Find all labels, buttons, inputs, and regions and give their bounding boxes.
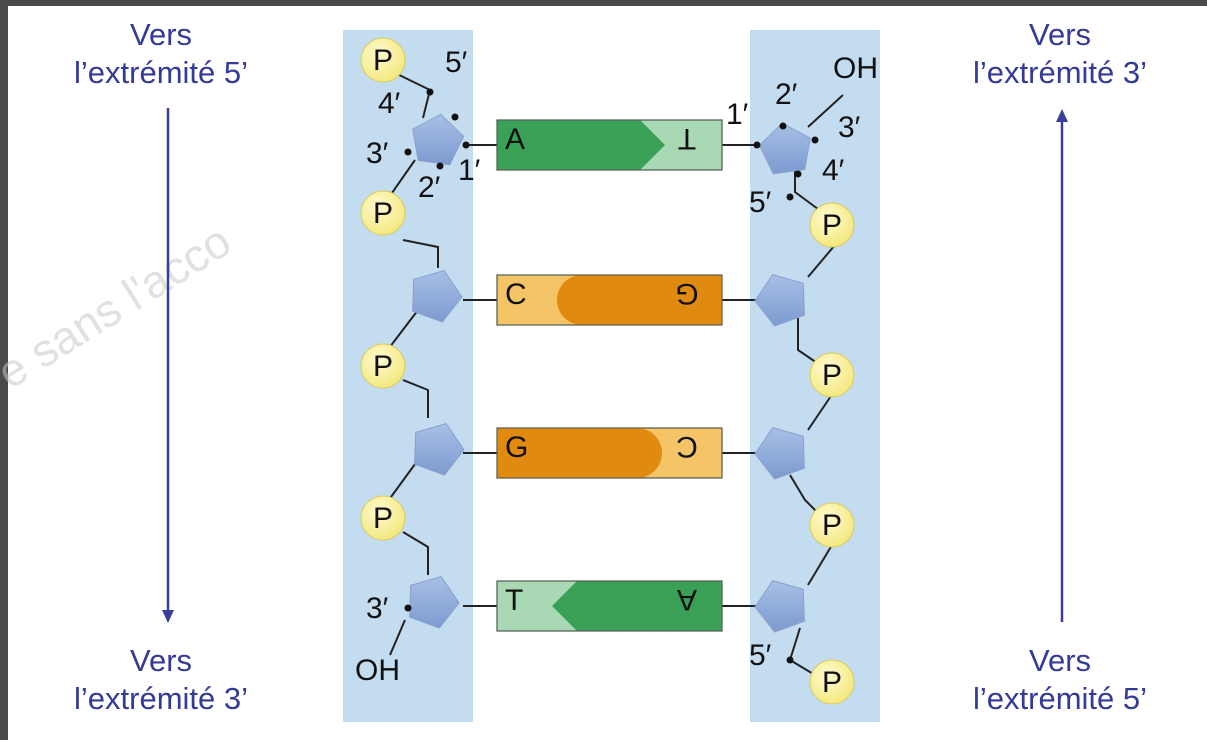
top-left-direction-label: Vers l’extrémité 5’ bbox=[6, 16, 316, 92]
right-5prime-label: 5′ bbox=[749, 186, 772, 219]
watermark-text: e sans l'acco bbox=[0, 214, 240, 398]
bottom-left-direction-label: Vers l’extrémité 3’ bbox=[6, 642, 316, 718]
base-right-letter-4: A bbox=[677, 583, 697, 616]
left-5prime-label: 5′ bbox=[445, 46, 468, 79]
left-bottom-3prime-label: 3′ bbox=[366, 592, 389, 625]
sugar-left-2 bbox=[412, 270, 463, 323]
phosphate-label: P bbox=[822, 666, 842, 699]
base-pair-outline-4 bbox=[496, 580, 723, 632]
top-right-label-line1: Vers bbox=[1028, 17, 1092, 52]
right-direction-arrow bbox=[1056, 109, 1068, 622]
left-direction-arrow bbox=[162, 108, 174, 623]
sugar-left-1 bbox=[412, 113, 465, 166]
phosphate-left-4: P bbox=[360, 495, 406, 541]
left-oh-label: OH bbox=[355, 654, 400, 687]
phosphate-right-2: P bbox=[809, 352, 855, 398]
right-oh-label: OH bbox=[833, 52, 878, 85]
phosphate-label: P bbox=[373, 350, 393, 383]
base-pair-outline-3 bbox=[496, 427, 723, 479]
base-shape-3 bbox=[497, 428, 662, 478]
top-left-label-line1: Vers bbox=[129, 17, 193, 52]
left-1prime-label: 1′ bbox=[458, 154, 481, 187]
carbon-dots bbox=[404, 88, 819, 664]
top-right-direction-label: Vers l’extrémité 3’ bbox=[910, 16, 1207, 92]
top-right-label-line2: l’extrémité 3’ bbox=[973, 55, 1147, 90]
left-3prime-label: 3′ bbox=[366, 137, 389, 170]
phosphate-label: P bbox=[373, 197, 393, 230]
right-2prime-label: 2′ bbox=[775, 78, 798, 111]
phosphate-right-1: P bbox=[809, 202, 855, 248]
base-pair-outline-1 bbox=[496, 119, 723, 171]
base-right-letter-3: C bbox=[676, 430, 698, 463]
bottom-left-label-line1: Vers bbox=[129, 643, 193, 678]
right-1prime-label: 1′ bbox=[726, 98, 749, 131]
phosphate-label: P bbox=[822, 209, 842, 242]
right-bottom-5prime-label: 5′ bbox=[749, 639, 772, 672]
phosphate-label: P bbox=[822, 509, 842, 542]
base-pair-outline-2 bbox=[496, 274, 723, 326]
phosphate-left-1: P bbox=[360, 37, 406, 83]
sugar-right-2 bbox=[754, 274, 805, 327]
sugar-right-1 bbox=[758, 122, 811, 175]
right-4prime-label: 4′ bbox=[822, 154, 845, 187]
bottom-right-label-line1: Vers bbox=[1028, 643, 1092, 678]
base-shape-4 bbox=[552, 581, 722, 631]
left-4prime-label: 4′ bbox=[378, 87, 401, 120]
top-left-label-line2: l’extrémité 5’ bbox=[74, 55, 248, 90]
base-left-letter-1: A bbox=[505, 123, 525, 156]
phosphate-right-4: P bbox=[809, 659, 855, 705]
right-3prime-label: 3′ bbox=[838, 111, 861, 144]
base-shape-2 bbox=[557, 275, 722, 325]
bottom-right-label-line2: l’extrémité 5’ bbox=[973, 681, 1147, 716]
base-right-letter-1: T bbox=[678, 122, 696, 155]
phosphate-left-3: P bbox=[360, 343, 406, 389]
base-right-letter-2: G bbox=[675, 277, 698, 310]
backbone-connectors bbox=[379, 71, 844, 679]
phosphate-left-2: P bbox=[360, 190, 406, 236]
base-shape-1 bbox=[497, 120, 665, 170]
base-left-letter-3: G bbox=[505, 431, 528, 464]
sugar-right-4 bbox=[754, 580, 805, 633]
bottom-right-direction-label: Vers l’extrémité 5’ bbox=[910, 642, 1207, 718]
bottom-left-label-line2: l’extrémité 3’ bbox=[74, 681, 248, 716]
sugar-right-3 bbox=[754, 427, 805, 480]
sugar-left-3 bbox=[414, 423, 465, 476]
base-left-letter-2: C bbox=[505, 278, 527, 311]
phosphates: P P P P P P P P bbox=[360, 37, 855, 705]
phosphate-label: P bbox=[822, 359, 842, 392]
phosphate-right-3: P bbox=[809, 502, 855, 548]
phosphate-label: P bbox=[373, 44, 393, 77]
phosphate-label: P bbox=[373, 502, 393, 535]
base-left-letter-4: T bbox=[505, 584, 523, 617]
left-2prime-label: 2′ bbox=[418, 171, 441, 204]
sugars bbox=[409, 113, 811, 633]
sugar-left-4 bbox=[409, 576, 460, 629]
